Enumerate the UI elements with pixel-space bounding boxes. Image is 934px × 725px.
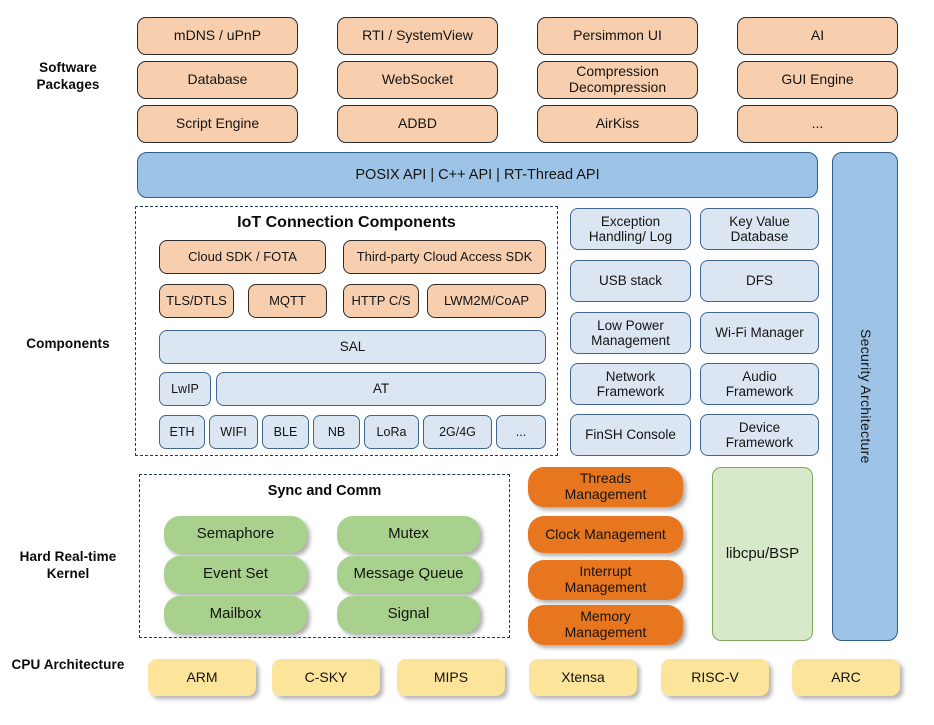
component-box[interactable]: Low Power Management (570, 312, 691, 354)
kernel-management-box[interactable]: Threads Management (528, 467, 683, 507)
package-box[interactable]: AI (737, 17, 898, 55)
component-box[interactable]: Exception Handling/ Log (570, 208, 691, 250)
package-box[interactable]: Compression Decompression (537, 61, 698, 99)
kernel-sync-box[interactable]: Signal (337, 596, 480, 633)
cpu-arch-box[interactable]: Xtensa (529, 659, 637, 696)
component-box[interactable]: USB stack (570, 260, 691, 302)
package-box[interactable]: mDNS / uPnP (137, 17, 298, 55)
cpu-arch-box[interactable]: ARC (792, 659, 900, 696)
component-box[interactable]: Audio Framework (700, 363, 819, 405)
iot-protocol-box[interactable]: LWM2M/CoAP (427, 284, 546, 318)
iot-link-box[interactable]: BLE (262, 415, 309, 449)
iot-link-box[interactable]: 2G/4G (423, 415, 492, 449)
package-box[interactable]: Persimmon UI (537, 17, 698, 55)
component-box[interactable]: Device Framework (700, 414, 819, 456)
libcpu-bsp-box[interactable]: libcpu/BSP (712, 467, 813, 641)
kernel-management-box[interactable]: Memory Management (528, 605, 683, 645)
package-box[interactable]: Database (137, 61, 298, 99)
sync-and-comm-group (139, 474, 510, 638)
component-box[interactable]: Wi-Fi Manager (700, 312, 819, 354)
iot-lwip-box[interactable]: LwIP (159, 372, 211, 406)
iot-sal-box[interactable]: SAL (159, 330, 546, 364)
section-label-kernel: Hard Real-time Kernel (19, 549, 117, 581)
iot-link-box[interactable]: ... (496, 415, 546, 449)
kernel-sync-box[interactable]: Event Set (164, 556, 307, 593)
kernel-sync-box[interactable]: Mutex (337, 516, 480, 553)
package-box[interactable]: AirKiss (537, 105, 698, 143)
iot-cloud-box[interactable]: Cloud SDK / FOTA (159, 240, 326, 274)
package-box[interactable]: Script Engine (137, 105, 298, 143)
iot-protocol-box[interactable]: HTTP C/S (343, 284, 419, 318)
section-label-software-packages: Software Packages (36, 60, 100, 92)
iot-protocol-box[interactable]: MQTT (248, 284, 327, 318)
package-box[interactable]: ... (737, 105, 898, 143)
package-box[interactable]: WebSocket (337, 61, 498, 99)
component-box[interactable]: DFS (700, 260, 819, 302)
kernel-management-box[interactable]: Interrupt Management (528, 560, 683, 600)
iot-link-box[interactable]: ETH (159, 415, 205, 449)
kernel-sync-box[interactable]: Mailbox (164, 596, 307, 633)
iot-link-box[interactable]: NB (313, 415, 360, 449)
section-label-cpu-architecture: CPU Architecture (11, 657, 125, 672)
package-box[interactable]: ADBD (337, 105, 498, 143)
component-box[interactable]: Network Framework (570, 363, 691, 405)
kernel-management-box[interactable]: Clock Management (528, 516, 683, 553)
iot-link-box[interactable]: LoRa (364, 415, 419, 449)
cpu-arch-box[interactable]: ARM (148, 659, 256, 696)
iot-protocol-box[interactable]: TLS/DTLS (159, 284, 234, 318)
component-box[interactable]: Key Value Database (700, 208, 819, 250)
iot-connection-group (135, 206, 558, 456)
cpu-arch-box[interactable]: C-SKY (272, 659, 380, 696)
package-box[interactable]: GUI Engine (737, 61, 898, 99)
package-box[interactable]: RTI / SystemView (337, 17, 498, 55)
kernel-sync-box[interactable]: Message Queue (337, 556, 480, 593)
api-bar[interactable]: POSIX API | C++ API | RT-Thread API (137, 152, 818, 198)
security-architecture-bar[interactable]: Security Architecture (832, 152, 898, 641)
iot-link-box[interactable]: WIFI (209, 415, 258, 449)
security-architecture-label: Security Architecture (857, 329, 874, 464)
component-box[interactable]: FinSH Console (570, 414, 691, 456)
section-label-components: Components (26, 336, 110, 351)
iot-connection-group-title: IoT Connection Components (237, 214, 456, 231)
iot-at-box[interactable]: AT (216, 372, 546, 406)
cpu-arch-box[interactable]: RISC-V (661, 659, 769, 696)
kernel-sync-box[interactable]: Semaphore (164, 516, 307, 553)
cpu-arch-box[interactable]: MIPS (397, 659, 505, 696)
iot-cloud-box[interactable]: Third-party Cloud Access SDK (343, 240, 546, 274)
sync-and-comm-group-title: Sync and Comm (267, 483, 382, 499)
